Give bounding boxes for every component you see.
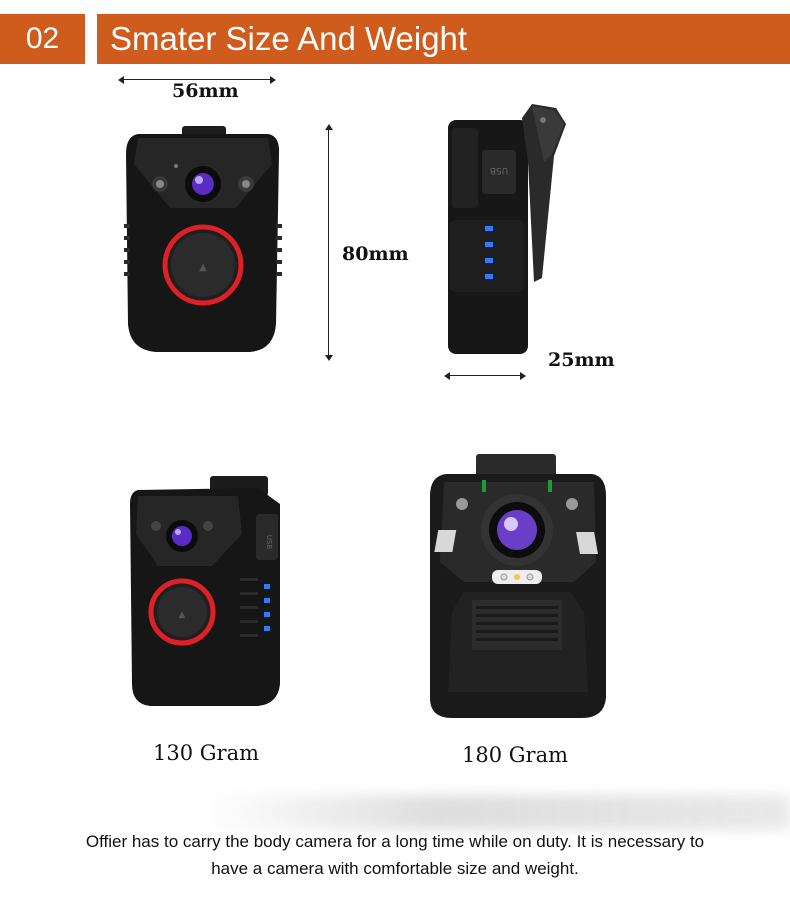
svg-text:USB: USB	[265, 535, 273, 550]
depth-arrow	[444, 371, 526, 380]
camera-front-image: ▲	[124, 126, 282, 352]
width-label: 56mm	[172, 80, 239, 102]
depth-label: 25mm	[548, 349, 615, 371]
svg-text:▲: ▲	[199, 262, 207, 273]
section-title: Smater Size And Weight	[97, 14, 790, 64]
weight-130-label: 130 Gram	[153, 741, 260, 765]
height-arrow	[324, 124, 333, 361]
camera-side-image: USB	[448, 104, 566, 354]
camera-130g-image: USB ▲	[130, 476, 280, 706]
weight-180-label: 180 Gram	[462, 743, 569, 767]
caption-line-2: have a camera with comfortable size and …	[211, 859, 579, 878]
shadow-band	[200, 795, 790, 830]
svg-text:USB: USB	[490, 165, 508, 175]
svg-text:▲: ▲	[179, 610, 186, 620]
section-number: 02	[0, 14, 85, 64]
width-arrow	[118, 75, 276, 84]
caption-line-1: Offier has to carry the body camera for …	[85, 832, 705, 851]
height-label: 80mm	[342, 243, 409, 265]
camera-180g-image	[430, 454, 606, 718]
caption: Offier has to carry the body camera for …	[0, 828, 790, 882]
